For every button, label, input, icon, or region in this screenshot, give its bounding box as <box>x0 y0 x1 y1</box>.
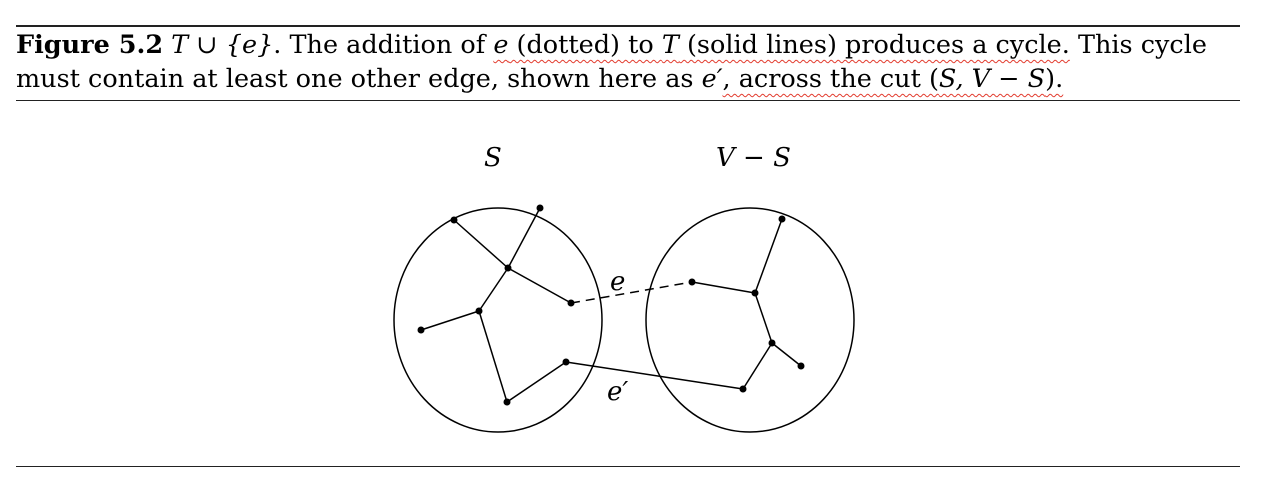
caption-text: (dotted) to <box>508 30 662 60</box>
graph-vertex <box>797 362 805 370</box>
graph-vertex <box>778 215 786 223</box>
figure-label: Figure 5.2 <box>16 30 164 60</box>
graph-vertex <box>688 278 696 286</box>
graph-vertex <box>562 358 570 366</box>
set-s-ellipse <box>393 207 603 433</box>
graph-vertex <box>450 216 458 224</box>
caption-math-e-prime: e′ <box>701 64 723 94</box>
graph-vertex <box>768 339 776 347</box>
tree-edge <box>453 219 509 269</box>
spellcheck-underlined-text: e (dotted) to T (solid lines) produces a… <box>493 30 1070 60</box>
caption-line-1: Figure 5.2 T ∪ {e}. The addition of e (d… <box>16 29 1207 61</box>
edge-e-label: e <box>610 267 625 297</box>
graph-vertex <box>503 398 511 406</box>
tree-edge <box>754 292 773 344</box>
caption-text: ). <box>1045 64 1064 94</box>
caption-text: , across the cut ( <box>722 64 939 94</box>
tree-edge <box>754 218 783 294</box>
graph-vertex <box>739 385 747 393</box>
tree-edge <box>420 310 480 331</box>
caption-bottom-rule <box>16 100 1240 101</box>
tree-edge <box>507 207 541 269</box>
edge-e-prime-label: e′ <box>607 377 628 407</box>
tree-edge <box>771 342 802 367</box>
graph-vertex <box>417 326 425 334</box>
edge-e-prime <box>565 361 744 390</box>
caption-math-t-union-e: T ∪ {e} <box>171 30 274 60</box>
caption-text: must contain at least one other edge, sh… <box>16 64 702 94</box>
set-v-minus-s-ellipse <box>645 207 855 433</box>
figure-bottom-rule <box>16 466 1240 467</box>
caption-text: . The addition of <box>273 30 494 60</box>
tree-edge <box>478 267 509 312</box>
caption-text: (solid lines) produces a cycle. <box>678 30 1070 60</box>
spellcheck-underlined-text: , across the cut (S, V − S). <box>723 64 1064 94</box>
caption-line-2: must contain at least one other edge, sh… <box>16 63 1063 95</box>
edge-e-dashed <box>570 281 693 304</box>
tree-edge <box>742 342 773 390</box>
graph-vertex <box>504 264 512 272</box>
tree-edge <box>507 267 572 304</box>
graph-vertex <box>475 307 483 315</box>
tree-edge <box>506 361 567 403</box>
tree-edge <box>478 310 508 403</box>
caption-math-e: e <box>493 30 509 60</box>
graph-vertex <box>751 289 759 297</box>
tree-edge <box>691 281 756 294</box>
caption-text: This cycle <box>1069 30 1207 60</box>
set-s-label: S <box>484 143 502 173</box>
graph-vertex <box>567 299 575 307</box>
caption-math-cut: S, V − S <box>938 64 1046 94</box>
graph-vertex <box>536 204 544 212</box>
set-v-minus-s-label: V − S <box>716 143 791 173</box>
caption-top-rule <box>16 25 1240 27</box>
caption-math-t: T <box>661 30 679 60</box>
